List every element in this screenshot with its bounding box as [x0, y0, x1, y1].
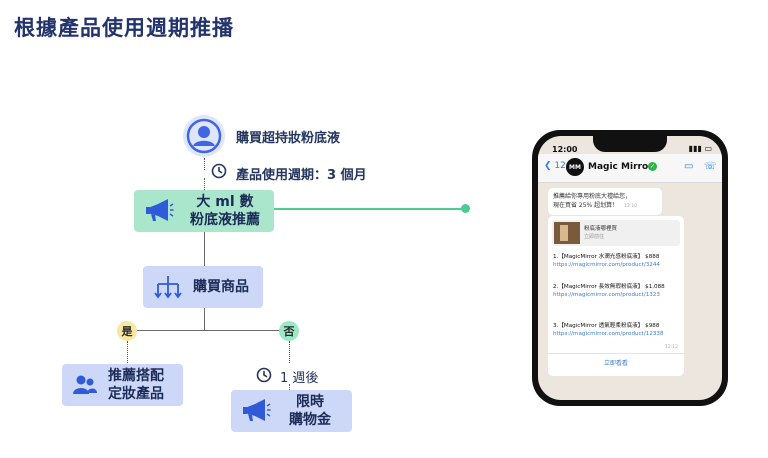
message-time: 12:10	[624, 204, 638, 209]
users-icon	[73, 375, 97, 394]
product-item: 3.【MagicMirror 透氣輕柔粉底液】 $988 https://mag…	[553, 322, 683, 338]
push-box-line2: 粉底液推薦	[190, 212, 260, 228]
clock-icon	[211, 163, 227, 179]
yes-pill: 是	[117, 321, 137, 341]
preview-thumbnail	[554, 222, 580, 244]
link-preview-card[interactable]: 粉底液哪裡買 立即前往	[552, 220, 680, 246]
no-pill: 否	[279, 321, 299, 341]
no-box-line2: 購物金	[289, 412, 331, 428]
connector-dotted	[204, 178, 205, 190]
purchase-product-box: 購買商品	[143, 266, 263, 308]
user-avatar-icon	[183, 115, 225, 157]
connector-dotted	[289, 341, 290, 363]
connector-line	[204, 308, 205, 330]
clock-icon	[256, 367, 272, 383]
preview-title: 粉底液哪裡買	[584, 226, 618, 232]
product-name: 3.【MagicMirror 透氣輕柔粉底液】 $988	[553, 323, 660, 329]
branch-line	[127, 330, 290, 331]
phone-connector-line	[274, 208, 464, 210]
connector-dotted	[289, 384, 290, 390]
brand-logo: MM	[566, 158, 584, 176]
battery-icon: ▭	[704, 144, 712, 153]
user-purchase-label: 購買超持妝粉底液	[236, 131, 341, 146]
usage-cycle-label: 產品使用週期：3 個月	[236, 168, 367, 183]
megaphone-icon	[243, 399, 271, 421]
chat-header: ❮ 12 MM Magic Mirror ✓ ▭ ☏	[538, 154, 722, 183]
phone-mockup: 12:00 ▮▮▮ ▭ ❮ 12 MM Magic Mirror ✓ ▭ ☏ 推…	[532, 130, 728, 406]
page-title: 根據產品使用週期推播	[14, 16, 234, 40]
push-box-line1: 大 ml 數	[196, 194, 254, 210]
product-name: 2.【MagicMirror 長效無瑕粉底液】 $1,088	[553, 284, 665, 290]
wait-period-label: 1 週後	[280, 371, 319, 386]
branch-icon	[154, 276, 182, 299]
product-name: 1.【MagicMirror 水潤光感粉底液】 $888	[553, 254, 660, 260]
limited-credit-box: 限時 購物金	[231, 390, 352, 432]
product-link[interactable]: https://magicmirror.com/product/3244	[553, 262, 660, 268]
verified-check-icon: ✓	[648, 162, 657, 171]
phone-notch	[593, 136, 667, 152]
preview-subtitle: 立即前往	[584, 234, 605, 240]
status-icons: ▮▮▮ ▭	[689, 144, 712, 153]
no-box-line1: 限時	[296, 394, 324, 410]
product-message-bubble: 粉底液哪裡買 立即前往 1.【MagicMirror 水潤光感粉底液】 $888…	[548, 216, 684, 376]
push-recommendation-box: 大 ml 數 粉底液推薦	[134, 190, 274, 232]
message-bubble: 推薦給你專用粉底大禮給您， 現在買省 25% 超划算！ 12:10	[548, 188, 662, 215]
purchase-box-label: 購買商品	[193, 279, 249, 295]
connector-dotted	[204, 158, 205, 170]
phone-call-icon[interactable]: ☏	[704, 161, 717, 172]
message-text-line1: 推薦給你專用粉底大禮給您，	[553, 193, 632, 200]
yes-box-line1: 推薦搭配	[108, 368, 164, 384]
status-time: 12:00	[552, 145, 578, 154]
yes-box-line2: 定妝產品	[108, 386, 164, 402]
connector-line	[204, 232, 205, 266]
back-count: 12	[554, 161, 566, 171]
chat-name: Magic Mirror	[588, 162, 653, 172]
back-button[interactable]: ❮ 12	[544, 161, 566, 171]
message-time: 12:12	[665, 345, 678, 350]
product-link[interactable]: https://magicmirror.com/product/1323	[553, 292, 660, 298]
phone-screen: 12:00 ▮▮▮ ▭ ❮ 12 MM Magic Mirror ✓ ▭ ☏ 推…	[538, 136, 722, 400]
bubble-divider	[548, 353, 684, 354]
recommend-setting-box: 推薦搭配 定妝產品	[62, 364, 183, 406]
product-item: 2.【MagicMirror 長效無瑕粉底液】 $1,088 https://m…	[553, 283, 683, 299]
video-call-icon[interactable]: ▭	[684, 161, 694, 172]
chevron-left-icon: ❮	[544, 161, 552, 171]
signal-icon: ▮▮▮	[688, 144, 702, 153]
product-link[interactable]: https://magicmirror.com/product/12338	[553, 331, 664, 337]
product-item: 1.【MagicMirror 水潤光感粉底液】 $888 https://mag…	[553, 253, 683, 269]
message-text-line2: 現在買省 25% 超划算！	[553, 202, 619, 209]
connector-dotted	[127, 341, 128, 363]
view-now-button[interactable]: 立即看看	[603, 360, 628, 367]
megaphone-icon	[146, 199, 174, 221]
phone-connector-dot	[461, 204, 470, 213]
